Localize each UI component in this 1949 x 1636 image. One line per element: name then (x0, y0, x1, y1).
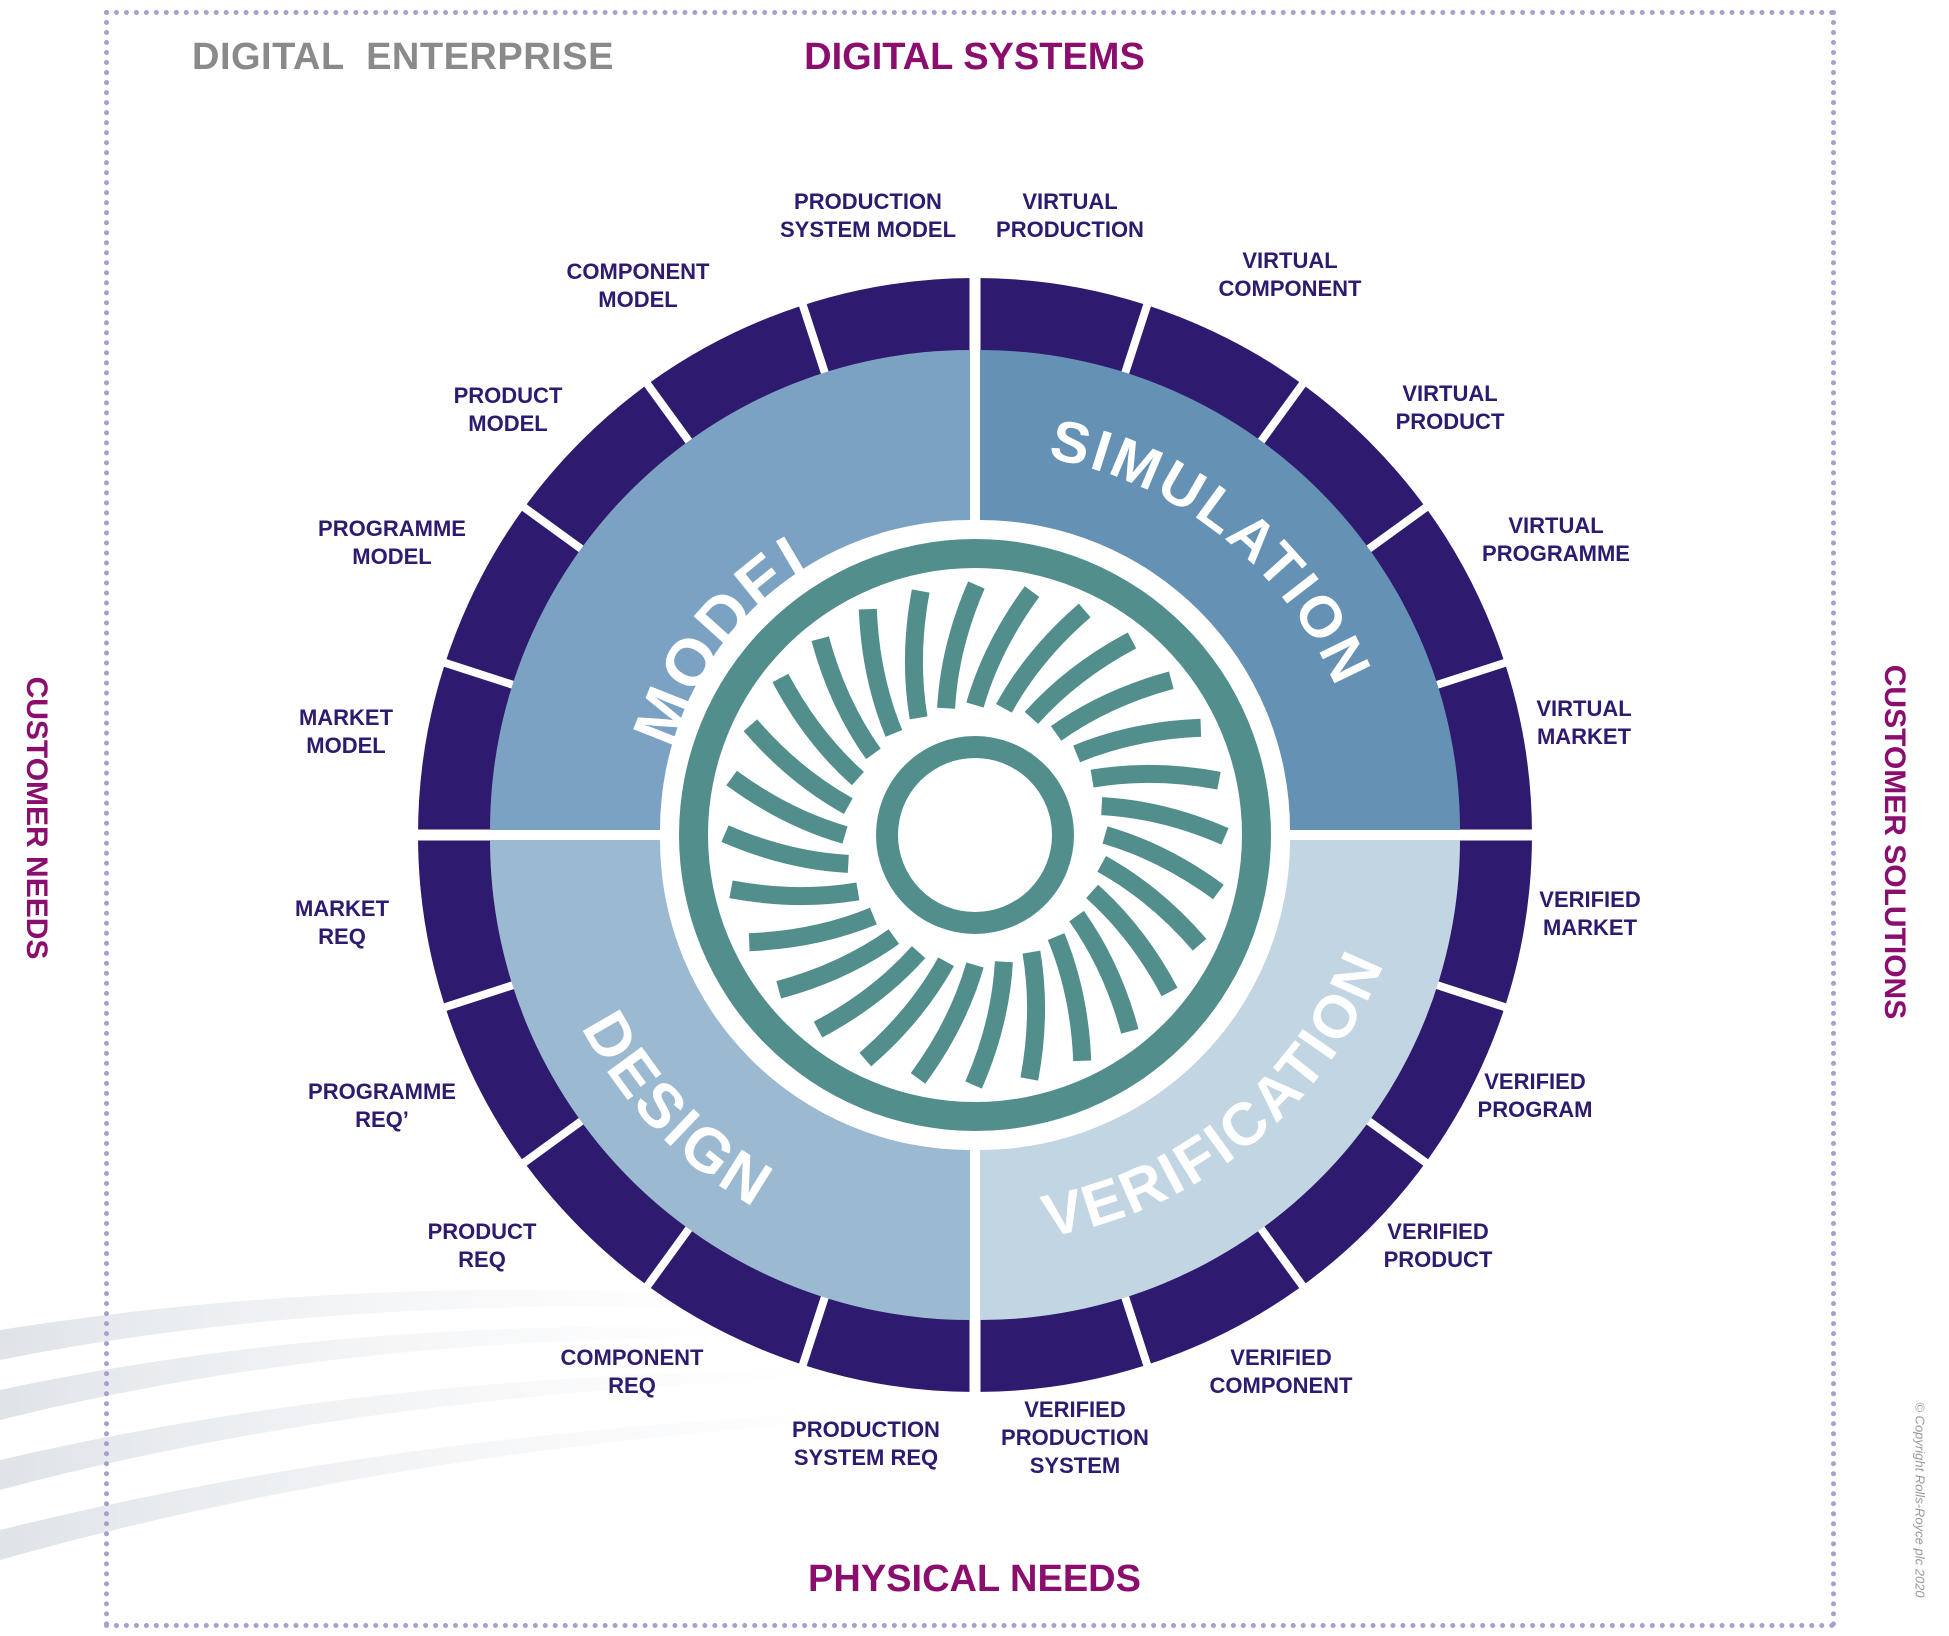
engine-blade (1086, 884, 1178, 997)
digital-enterprise-frame (104, 10, 1836, 1628)
engine-blade (965, 961, 1013, 1089)
quadrant-design (490, 840, 970, 1320)
engine-blade (1020, 950, 1046, 1081)
engine-blade (904, 589, 930, 720)
engine-blade (937, 581, 985, 709)
engine-blade (859, 957, 954, 1067)
engine-blade (1047, 933, 1092, 1062)
engine-blade (1069, 910, 1139, 1034)
engine-blade (1097, 856, 1207, 951)
physical-needs-title: PHYSICAL NEEDS (808, 1558, 1141, 1600)
engine-blade (743, 719, 853, 814)
engine-blade (1102, 826, 1224, 900)
engine-blade (726, 770, 848, 844)
engine-blade (966, 586, 1040, 708)
engine-blade (858, 608, 903, 737)
engine-blade (1024, 632, 1137, 724)
quadrant-verification (980, 840, 1460, 1320)
engine-blade (910, 962, 984, 1084)
quadrant-simulation (980, 350, 1460, 830)
digital-systems-title: DIGITAL SYSTEMS (804, 36, 1145, 78)
engine-blade (813, 946, 926, 1038)
engine-blade (748, 907, 877, 952)
quadrant-model (490, 350, 970, 830)
engine-blade (1050, 671, 1174, 741)
engine-blade (1090, 764, 1221, 790)
engine-blade (811, 636, 881, 760)
engine-blade (729, 880, 860, 906)
engine-blade (1073, 718, 1202, 763)
engine-blade (721, 825, 849, 873)
turbofan-engine-icon (679, 539, 1271, 1131)
engine-blade (776, 929, 900, 999)
digital-enterprise-title: DIGITAL ENTERPRISE (192, 36, 614, 78)
engine-blade (1101, 797, 1229, 845)
engine-blade (772, 673, 864, 786)
engine-blade (996, 603, 1091, 713)
